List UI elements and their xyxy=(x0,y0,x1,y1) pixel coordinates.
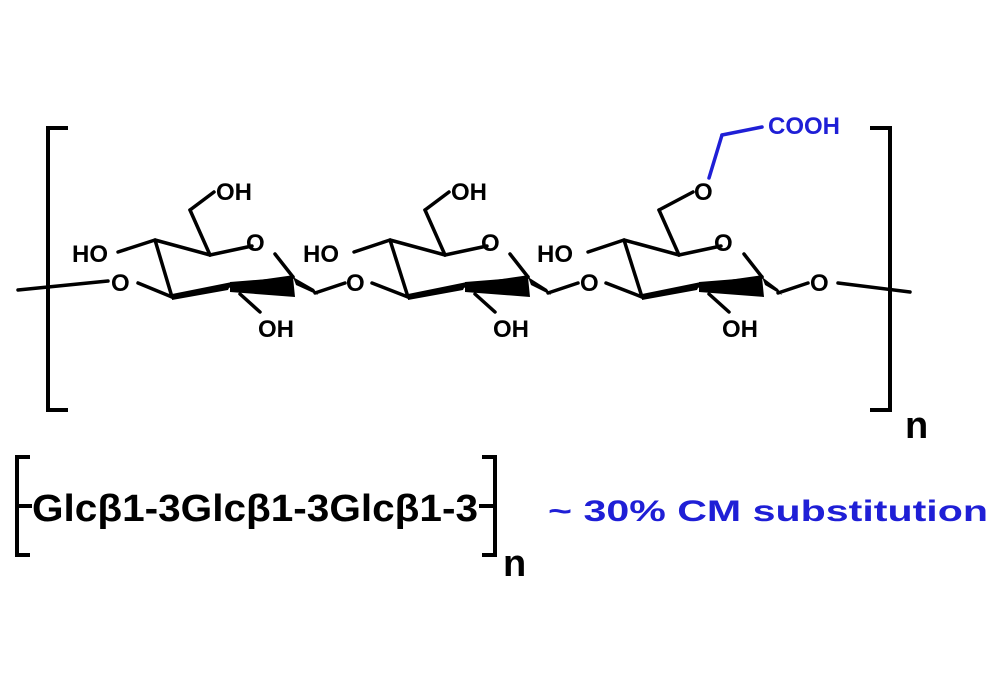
right-bracket xyxy=(870,126,892,412)
wedge-bond xyxy=(528,277,551,295)
oh-label: OH xyxy=(216,179,252,206)
wedge-bond xyxy=(172,282,232,300)
glucose-unit-2: O OH HO OH O xyxy=(303,179,551,343)
oh-label: OH xyxy=(493,316,529,343)
ring-oxygen-label: O xyxy=(714,230,733,257)
terminal-oxygen-label: O xyxy=(810,270,829,297)
sequence-formula: Glcβ1-3Glcβ1-3Glcβ1-3 xyxy=(32,488,478,530)
oh-label: OH xyxy=(258,316,294,343)
ether-oxygen-label: O xyxy=(694,179,713,206)
repeat-brackets xyxy=(46,126,892,412)
ring-oxygen-label: O xyxy=(481,230,500,257)
oh-label: OH xyxy=(451,179,487,206)
wedge-bond xyxy=(642,282,701,300)
wedge-bond xyxy=(699,277,764,297)
wedge-bond xyxy=(762,277,782,295)
glycosidic-oxygen-label: O xyxy=(580,270,599,297)
glucose-unit-3: O O COOH HO OH O xyxy=(537,113,840,343)
ho-label: HO xyxy=(72,241,108,268)
backbone-bonds xyxy=(16,279,912,299)
glycosidic-oxygen-label: O xyxy=(346,270,365,297)
formula-brackets xyxy=(15,455,497,557)
carboxyl-label: COOH xyxy=(768,113,840,140)
structure-repeat-subscript: n xyxy=(905,405,928,447)
ho-label: HO xyxy=(303,241,339,268)
left-bracket xyxy=(46,126,68,412)
wedge-bond xyxy=(293,277,318,295)
glucose-unit-1: O OH HO OH O xyxy=(72,179,318,343)
wedge-bond xyxy=(408,282,467,300)
oh-label: OH xyxy=(722,316,758,343)
wedge-bond xyxy=(465,277,530,297)
glycosidic-oxygen-label: O xyxy=(111,270,130,297)
wedge-bond xyxy=(230,277,295,297)
carboxymethyl-bonds xyxy=(707,125,764,180)
ho-label: HO xyxy=(537,241,573,268)
formula-repeat-subscript: n xyxy=(503,543,526,585)
ring-oxygen-label: O xyxy=(246,230,265,257)
substitution-note: ~ 30% CM substitution xyxy=(548,495,988,528)
